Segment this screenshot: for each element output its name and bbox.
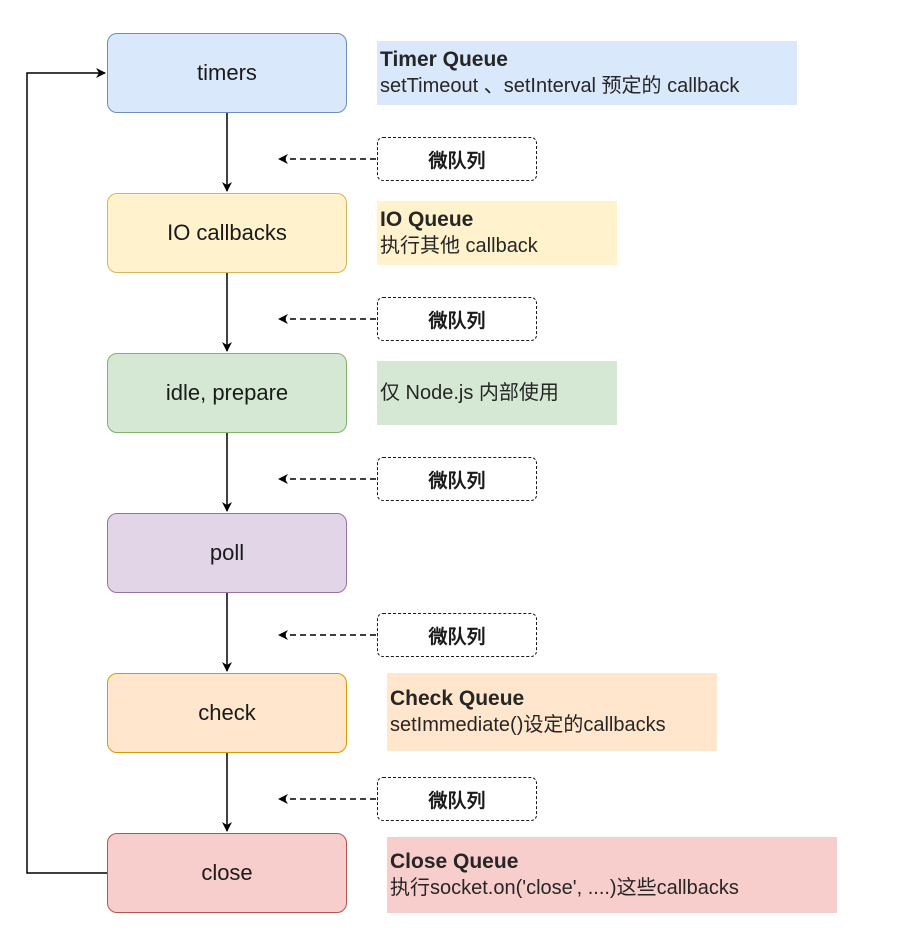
microtask-label: 微队列 [428,470,486,492]
phase-check-label: check [198,700,256,725]
check-queue-title: Check Queue [390,687,525,710]
microtask-box: 微队列 [377,613,537,657]
microtask-label: 微队列 [428,790,486,812]
check-queue-text: setImmediate()设定的callbacks [390,714,666,736]
microtask-box: 微队列 [377,777,537,821]
phase-idle-prepare-label: idle, prepare [165,380,289,405]
microtask-label: 微队列 [428,626,486,648]
check-queue-note: Check Queue setImmediate()设定的callbacks [387,673,717,751]
phase-io-callbacks: IO callbacks [107,193,347,273]
io-queue-text: 执行其他 callback [380,235,538,257]
phase-idle-prepare: idle, prepare [107,353,347,433]
microtask-box: 微队列 [377,297,537,341]
close-queue-text: 执行socket.on('close', ....)这些callbacks [390,877,739,899]
idle-prepare-note: 仅 Node.js 内部使用 [377,361,617,425]
microtask-label: 微队列 [428,150,486,172]
timer-queue-note: Timer Queue setTimeout 、setInterval 预定的 … [377,41,797,105]
timer-queue-title: Timer Queue [380,48,508,71]
microtask-box: 微队列 [377,457,537,501]
timer-queue-text: setTimeout 、setInterval 预定的 callback [380,75,740,97]
phase-poll-label: poll [209,540,245,565]
phase-timers-label: timers [197,60,257,85]
loop-back-arrow [26,68,107,874]
io-queue-title: IO Queue [380,208,474,231]
idle-prepare-text: 仅 Node.js 内部使用 [380,381,559,404]
close-queue-title: Close Queue [390,850,519,873]
phase-poll: poll [107,513,347,593]
phase-check: check [107,673,347,753]
microtask-label: 微队列 [428,310,486,332]
microtask-box: 微队列 [377,137,537,181]
close-queue-note: Close Queue 执行socket.on('close', ....)这些… [387,837,837,913]
phase-timers: timers [107,33,347,113]
phase-close: close [107,833,347,913]
phase-close-label: close [201,860,253,885]
io-queue-note: IO Queue 执行其他 callback [377,201,617,265]
phase-io-callbacks-label: IO callbacks [167,220,287,245]
